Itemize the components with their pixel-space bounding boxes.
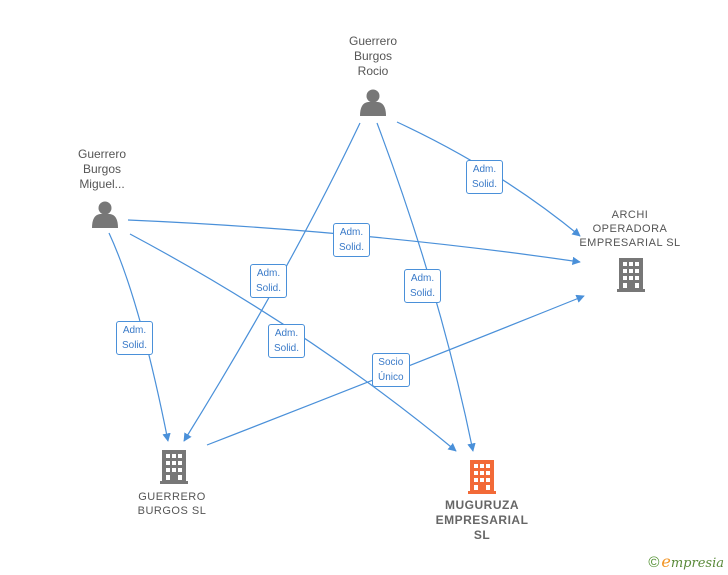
edge-label-miguel-guerrero[interactable]: Adm. Solid. [116,321,154,355]
person-icon[interactable] [360,89,386,117]
copyright-icon: © [648,554,660,571]
company-label-archi[interactable]: ARCHI OPERADORA EMPRESARIAL SL [579,209,681,249]
edge-miguel-guerrero[interactable] [108,232,171,442]
edge-label-miguel-archi[interactable]: Adm. Solid. [333,223,371,257]
building-icon[interactable] [468,460,496,494]
edge-label-guerrero-archi[interactable]: Socio Único [372,353,410,387]
brand-logo-text: mpresia [670,556,724,571]
person-label-miguel[interactable]: Guerrero Burgos Miguel... [77,147,127,191]
edge-label-rocio-guerrero[interactable]: Adm. Solid. [250,264,288,298]
building-icon[interactable] [617,258,645,292]
edge-label-miguel-muguruza[interactable]: Adm. Solid. [268,324,306,358]
building-icon[interactable] [160,450,188,484]
edge-label-rocio-archi[interactable]: Adm. Solid. [466,160,504,194]
brand-logo-initial: e [661,552,671,571]
person-icon[interactable] [92,201,118,229]
company-label-guerrero[interactable]: GUERRERO BURGOS SL [137,491,207,517]
company-label-muguruza[interactable]: MUGURUZA EMPRESARIAL SL [435,498,529,542]
person-label-rocio[interactable]: Guerrero Burgos Rocio [348,34,398,78]
edge-label-rocio-muguruza[interactable]: Adm. Solid. [404,269,442,303]
brand-footer[interactable]: ©empresia [648,552,724,571]
